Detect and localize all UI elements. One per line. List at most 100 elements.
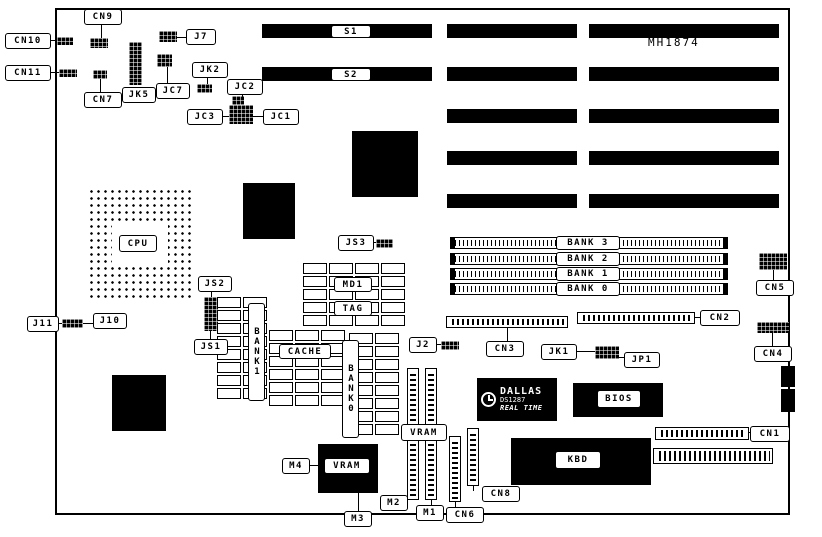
md1-tag-array	[303, 263, 405, 326]
expansion-slot-slot	[447, 67, 577, 81]
connector-j11-j10	[62, 319, 83, 328]
sram-chip	[381, 263, 405, 274]
label-bank1: BANK 1	[556, 267, 620, 281]
connector-io-panel	[653, 448, 773, 464]
connector-cn9	[90, 38, 108, 48]
label-kbd: KBD	[555, 451, 601, 469]
sram-chip	[303, 302, 327, 313]
label-m2: M2	[380, 495, 408, 511]
connector-cn3	[446, 316, 568, 328]
cache-array	[269, 330, 345, 406]
label-bios: BIOS	[597, 390, 641, 408]
connector-jc2	[232, 96, 244, 105]
sram-chip	[303, 263, 327, 274]
qfp-bottom-left	[112, 375, 166, 431]
label-cn8: CN8	[482, 486, 520, 502]
label-cn3: CN3	[486, 341, 524, 357]
connector-cn7	[93, 70, 107, 79]
label-cn9: CN9	[84, 9, 122, 25]
connector-cn6	[449, 436, 461, 502]
expansion-slot-slot	[447, 24, 577, 38]
leader-line	[372, 242, 376, 243]
expansion-slot-slot	[447, 194, 577, 208]
label-cn10: CN10	[5, 33, 51, 49]
expansion-slot-slot	[589, 194, 779, 208]
connector-cn11	[59, 69, 77, 77]
label-cn11: CN11	[5, 65, 51, 81]
rtc-brand: DALLAS	[500, 386, 543, 398]
label-jk5: JK5	[122, 87, 156, 103]
expansion-slot-slot	[589, 67, 779, 81]
expansion-slot-slot	[589, 109, 779, 123]
leader-line	[773, 270, 774, 280]
label-j7: J7	[186, 29, 216, 45]
label-cn6: CN6	[446, 507, 484, 523]
edge-connector-top	[781, 366, 795, 387]
connector-j7	[159, 31, 177, 42]
connector-js3	[376, 239, 393, 248]
sram-chip	[217, 362, 241, 373]
label-s1: S1	[331, 25, 371, 38]
connector-jk1-jp1	[595, 346, 619, 359]
sram-chip	[217, 323, 241, 334]
leader-line	[83, 323, 93, 324]
leader-line	[253, 116, 263, 117]
sram-chip	[355, 315, 379, 326]
cache-bank0-array	[349, 333, 399, 435]
leader-line	[507, 328, 508, 341]
sram-chip	[303, 276, 327, 287]
connector-js2	[204, 297, 218, 331]
label-jc2: JC2	[227, 79, 263, 95]
label-tag: TAG	[334, 301, 372, 316]
label-j10: J10	[93, 313, 127, 329]
connector-jk2	[197, 84, 212, 93]
label-j11: J11	[27, 316, 59, 332]
label-m4: M4	[282, 458, 310, 474]
connector-jk5	[129, 42, 142, 85]
connector-cn2	[577, 312, 695, 324]
connector-jc7	[157, 54, 172, 67]
sram-chip	[269, 382, 293, 393]
sram-chip	[381, 302, 405, 313]
label-cn7: CN7	[84, 92, 122, 108]
connector-j2	[441, 341, 459, 350]
sram-chip	[375, 359, 399, 370]
sram-chip	[355, 263, 379, 274]
label-bank0: BANK 0	[556, 282, 620, 296]
sram-chip	[329, 315, 353, 326]
leader-line	[167, 67, 168, 83]
leader-line	[772, 333, 773, 346]
sram-chip	[217, 297, 241, 308]
label-m1: M1	[416, 505, 444, 521]
label-cn2: CN2	[700, 310, 740, 326]
sram-chip	[295, 382, 319, 393]
sram-chip	[375, 333, 399, 344]
connector-jc1-jc3	[229, 105, 253, 124]
sram-chip	[321, 330, 345, 341]
label-bank1-vertical: BANK1	[248, 303, 265, 401]
sram-chip	[381, 289, 405, 300]
leader-line	[310, 465, 318, 466]
expansion-slot-slot	[589, 24, 779, 38]
sram-chip	[329, 263, 353, 274]
leader-line	[473, 486, 474, 491]
connector-cn10	[57, 37, 73, 45]
sram-chip	[269, 395, 293, 406]
leader-line	[358, 493, 359, 511]
label-bank2: BANK 2	[556, 252, 620, 266]
label-s2: S2	[331, 68, 371, 81]
connector-cn8	[467, 428, 479, 486]
label-bank3: BANK 3	[556, 236, 620, 250]
sram-chip	[381, 276, 405, 287]
connector-cn4	[757, 322, 789, 333]
label-cache: CACHE	[279, 344, 331, 359]
board-model-text: MH1874	[648, 36, 700, 49]
sram-chip	[269, 330, 293, 341]
rtc-model: DS1287	[500, 396, 526, 405]
sram-chip	[375, 372, 399, 383]
leader-line	[437, 344, 441, 345]
leader-line	[101, 25, 102, 38]
